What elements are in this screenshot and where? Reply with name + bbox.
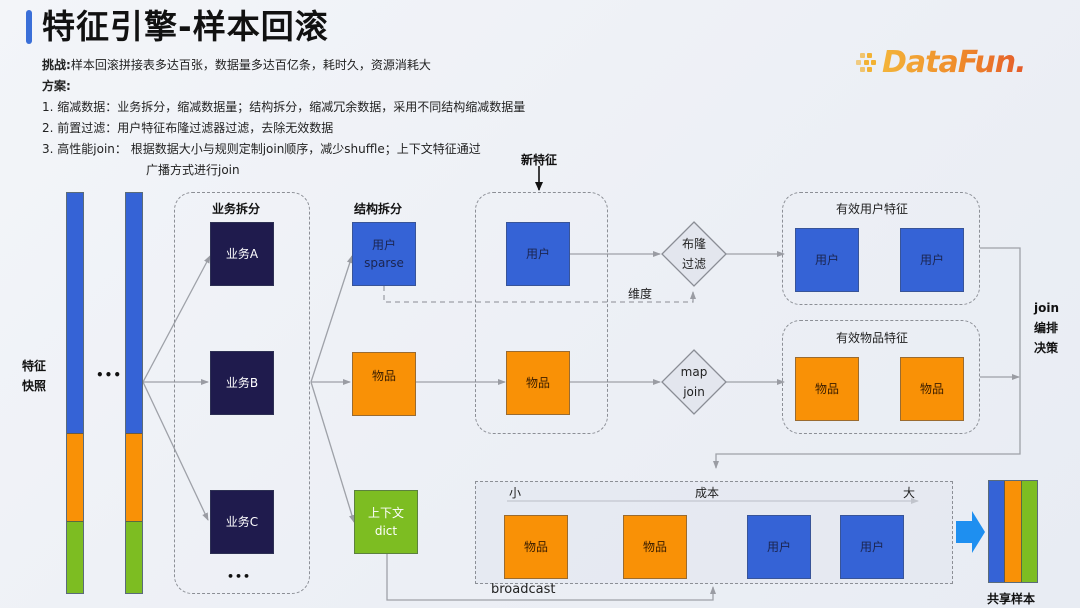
bloom-filter-diamond bbox=[661, 221, 727, 287]
arrow-to-context bbox=[310, 381, 355, 523]
bar-seg-item bbox=[67, 433, 83, 521]
user-sparse-box: 用户 sparse bbox=[352, 222, 416, 286]
snapshot-bar-2 bbox=[125, 192, 143, 594]
join-decision-label: join 编排 决策 bbox=[1034, 301, 1060, 355]
valid-user-box-1: 用户 bbox=[795, 228, 859, 292]
arrow-to-user-sparse bbox=[310, 255, 353, 383]
solution-label: 方案: bbox=[42, 79, 71, 93]
cost-item-box-1: 物品 bbox=[504, 515, 568, 579]
snapshot-ellipsis: ••• bbox=[96, 368, 123, 382]
valid-item-box-2: 物品 bbox=[900, 357, 964, 421]
new-user-box: 用户 bbox=[506, 222, 570, 286]
valid-item-box-1: 物品 bbox=[795, 357, 859, 421]
snapshot-bar-1 bbox=[66, 192, 84, 594]
cost-small-label: 小 bbox=[509, 486, 522, 500]
valid-item-group bbox=[782, 320, 980, 434]
valid-item-title: 有效物品特征 bbox=[836, 331, 909, 345]
business-c-box: 业务C bbox=[210, 490, 274, 554]
bar-seg-context bbox=[126, 521, 142, 593]
line-valid-user-to-decision bbox=[713, 247, 1021, 469]
bar-seg-user bbox=[126, 193, 142, 433]
business-split-title: 业务拆分 bbox=[212, 202, 261, 216]
dimension-label: 维度 bbox=[628, 287, 653, 301]
valid-user-box-2: 用户 bbox=[900, 228, 964, 292]
shared-sample-bar bbox=[988, 480, 1038, 583]
new-feature-group bbox=[475, 192, 608, 434]
business-more-ellipsis: ••• bbox=[227, 570, 252, 583]
business-split-group bbox=[174, 192, 310, 594]
solution-item-2: 2. 前置过滤：用户特征布隆过滤器过滤，去除无效数据 bbox=[42, 121, 334, 135]
cost-user-box-1: 用户 bbox=[747, 515, 811, 579]
map-join-diamond bbox=[661, 349, 727, 415]
challenge-text: 样本回滚拼接表多达百张，数据量多达百亿条，耗时久，资源消耗大 bbox=[70, 58, 431, 72]
bar-seg-context bbox=[67, 521, 83, 593]
bar-seg-item bbox=[126, 433, 142, 521]
snapshot-label: 特征 快照 bbox=[22, 359, 47, 393]
business-b-box: 业务B bbox=[210, 351, 274, 415]
business-a-box: 业务A bbox=[210, 222, 274, 286]
logo-text: DataFun. bbox=[882, 44, 1026, 80]
broadcast-label: broadcast bbox=[491, 582, 556, 597]
page-title: 特征引擎-样本回滚 bbox=[42, 7, 329, 46]
bar-seg-user bbox=[67, 193, 83, 433]
cost-large-label: 大 bbox=[903, 486, 916, 500]
challenge-label: 挑战: bbox=[42, 58, 71, 72]
valid-user-title: 有效用户特征 bbox=[836, 202, 909, 216]
solution-item-3-cont: 广播方式进行join bbox=[146, 163, 240, 177]
title-accent-bar bbox=[26, 10, 32, 44]
arrow-to-business-c bbox=[142, 381, 209, 521]
shared-seg-user bbox=[989, 481, 1005, 582]
new-feature-title: 新特征 bbox=[521, 153, 558, 167]
shared-sample-label: 共享样本 bbox=[987, 592, 1036, 606]
dots-logo-icon bbox=[856, 50, 880, 74]
broadcast-line bbox=[386, 554, 716, 601]
cost-user-box-2: 用户 bbox=[840, 515, 904, 579]
valid-user-group bbox=[782, 192, 980, 305]
bloom-filter-label: 布隆 过滤 bbox=[681, 237, 706, 271]
context-dict-box: 上下文 dict bbox=[354, 490, 418, 554]
big-right-arrow-icon bbox=[956, 511, 985, 553]
solution-item-1: 1. 缩减数据：业务拆分，缩减数据量；结构拆分，缩减冗余数据，采用不同结构缩减数… bbox=[42, 100, 526, 114]
new-item-box: 物品 bbox=[506, 351, 570, 415]
item-box: 物品 bbox=[352, 352, 416, 416]
shared-seg-context bbox=[1020, 481, 1037, 582]
map-join-label: map join bbox=[680, 365, 708, 399]
shared-seg-item bbox=[1004, 481, 1021, 582]
cost-item-box-2: 物品 bbox=[623, 515, 687, 579]
struct-split-title: 结构拆分 bbox=[354, 202, 403, 216]
solution-item-3: 3. 高性能join： 根据数据大小与规则定制join顺序，减少shuffle；… bbox=[42, 142, 481, 156]
datafun-logo: DataFun. bbox=[856, 40, 1026, 84]
arrow-to-business-a bbox=[142, 255, 211, 383]
challenge-line: 挑战:样本回滚拼接表多达百张，数据量多达百亿条，耗时久，资源消耗大 bbox=[42, 56, 431, 74]
cost-label: 成本 bbox=[695, 486, 720, 500]
